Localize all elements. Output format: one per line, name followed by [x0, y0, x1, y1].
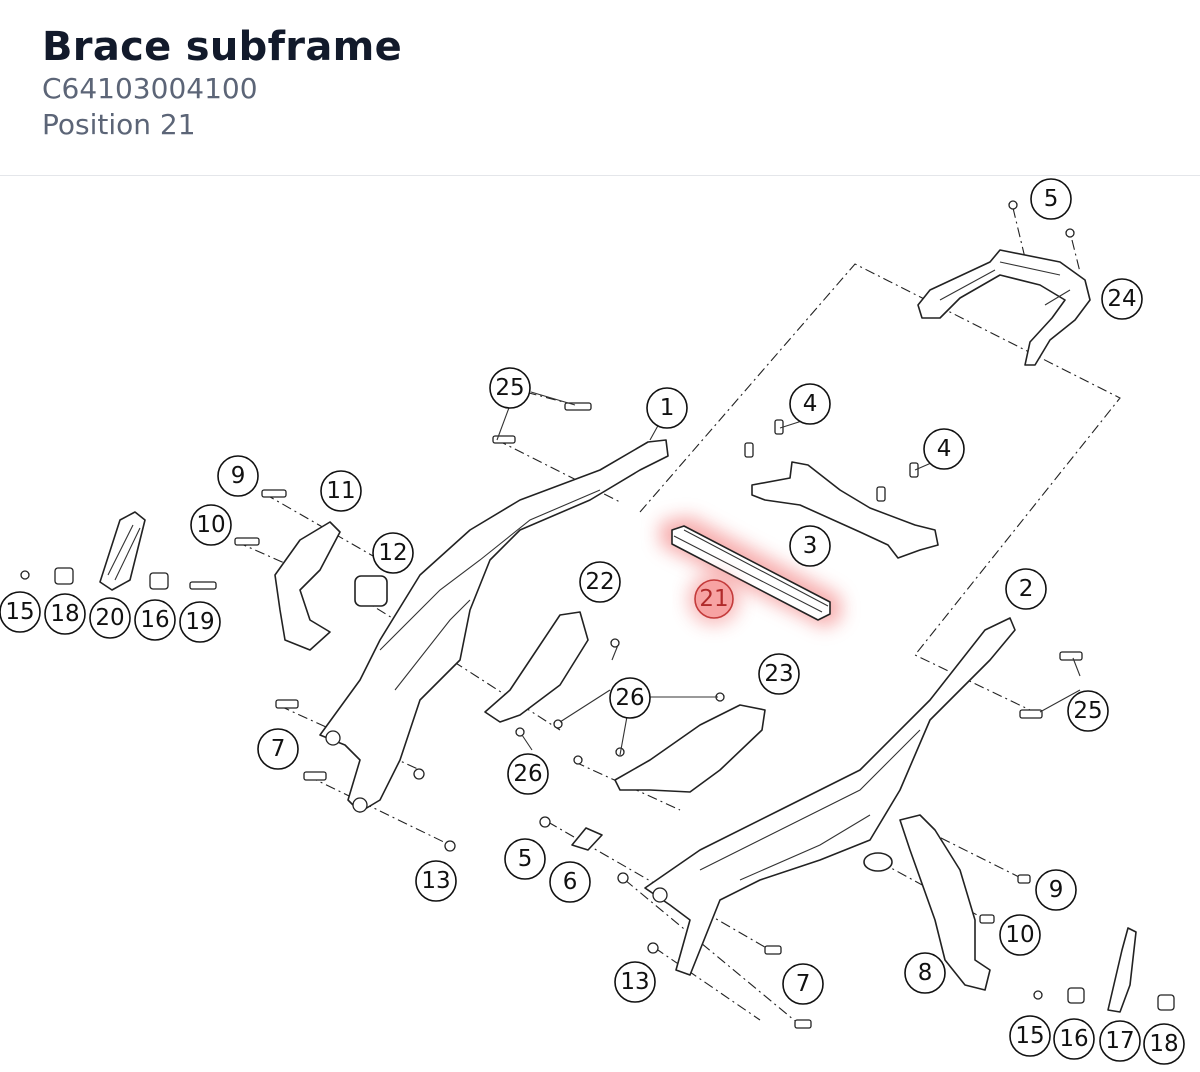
callout-2: 2: [1005, 568, 1047, 610]
svg-text:26: 26: [615, 685, 644, 711]
svg-text:10: 10: [1005, 922, 1034, 948]
right-footpeg-assembly: [863, 814, 1175, 1013]
svg-text:11: 11: [326, 478, 355, 504]
callout-22: 22: [579, 561, 621, 603]
left-footpeg-assembly: [20, 511, 388, 651]
callout-13-upper: 13: [415, 860, 457, 902]
callout-3: 3: [789, 525, 831, 567]
svg-text:13: 13: [421, 868, 450, 894]
svg-text:26: 26: [513, 761, 542, 787]
svg-text:24: 24: [1107, 286, 1136, 312]
callout-26-upper: 26: [609, 677, 651, 719]
svg-text:2: 2: [1019, 576, 1034, 602]
callout-19: 19: [179, 601, 221, 643]
svg-text:8: 8: [918, 960, 933, 986]
svg-text:20: 20: [95, 605, 124, 631]
svg-text:7: 7: [271, 736, 286, 762]
callout-11: 11: [320, 470, 362, 512]
part-24-rear-bracket: [917, 200, 1091, 366]
callout-5-bottom: 5: [504, 838, 546, 880]
callout-8: 8: [904, 952, 946, 994]
svg-text:1: 1: [660, 395, 675, 421]
callout-7-left: 7: [257, 728, 299, 770]
svg-text:25: 25: [495, 375, 524, 401]
callout-9-left: 9: [217, 455, 259, 497]
callout-25-lower: 25: [1067, 690, 1109, 732]
svg-text:18: 18: [1149, 1031, 1178, 1057]
callout-4-upper: 4: [789, 383, 831, 425]
svg-text:5: 5: [1044, 186, 1059, 212]
part-2-right-frame: [644, 617, 1016, 976]
callout-leaders: [496, 391, 1081, 756]
svg-text:3: 3: [803, 533, 818, 559]
svg-text:19: 19: [185, 609, 214, 635]
callout-4-lower: 4: [923, 428, 965, 470]
svg-text:21: 21: [699, 586, 728, 612]
part-23-bracket: [573, 692, 766, 793]
callout-18-right: 18: [1143, 1023, 1185, 1065]
callout-16-left: 16: [134, 599, 176, 641]
svg-text:16: 16: [140, 607, 169, 633]
callout-16-right: 16: [1053, 1018, 1095, 1060]
callout-23: 23: [758, 653, 800, 695]
part-3-plate: [744, 419, 939, 559]
callout-13-lower: 13: [614, 961, 656, 1003]
callout-26-lower: 26: [507, 753, 549, 795]
svg-text:15: 15: [1015, 1023, 1044, 1049]
page-title: Brace subframe: [42, 24, 403, 70]
svg-text:16: 16: [1059, 1026, 1088, 1052]
svg-text:6: 6: [563, 869, 578, 895]
fasteners: [234, 402, 1083, 1029]
svg-text:10: 10: [196, 512, 225, 538]
callout-24: 24: [1101, 278, 1143, 320]
callout-7-right: 7: [782, 963, 824, 1005]
svg-text:18: 18: [50, 601, 79, 627]
svg-text:7: 7: [796, 971, 811, 997]
part-21-brace: [660, 516, 842, 628]
svg-text:22: 22: [585, 569, 614, 595]
callout-17: 17: [1099, 1020, 1141, 1062]
callout-6: 6: [549, 861, 591, 903]
position-label: Position 21: [42, 108, 196, 141]
header: Brace subframe C64103004100 Position 21: [0, 0, 1200, 176]
callout-25-upper: 25: [489, 367, 531, 409]
svg-text:17: 17: [1105, 1028, 1134, 1054]
callout-1: 1: [646, 387, 688, 429]
svg-text:15: 15: [5, 599, 34, 625]
svg-text:5: 5: [518, 846, 533, 872]
part-number: C64103004100: [42, 72, 258, 105]
callout-10-right: 10: [999, 914, 1041, 956]
part-1-left-frame: [319, 439, 669, 813]
part-22-bracket: [484, 611, 620, 737]
callout-20: 20: [89, 597, 131, 639]
callout-10-left: 10: [190, 504, 232, 546]
svg-text:12: 12: [378, 540, 407, 566]
exploded-parts-diagram: 5 24 25 1 4 4 9 11 10 12 3 2 22 15 18 20…: [0, 178, 1185, 1065]
callouts: 5 24 25 1 4 4 9 11 10 12 3 2 22 15 18 20…: [0, 178, 1185, 1065]
callout-12: 12: [372, 532, 414, 574]
callout-5-top: 5: [1030, 178, 1072, 220]
svg-text:9: 9: [1049, 877, 1064, 903]
callout-15-left: 15: [0, 591, 41, 633]
svg-text:25: 25: [1073, 698, 1102, 724]
svg-text:23: 23: [764, 661, 793, 687]
callout-15-right: 15: [1009, 1015, 1051, 1057]
callout-21-highlighted[interactable]: 21: [688, 573, 740, 625]
svg-text:4: 4: [937, 436, 952, 462]
callout-18-left: 18: [44, 593, 86, 635]
svg-text:13: 13: [620, 969, 649, 995]
callout-9-right: 9: [1035, 869, 1077, 911]
svg-text:9: 9: [231, 463, 246, 489]
svg-text:4: 4: [803, 391, 818, 417]
